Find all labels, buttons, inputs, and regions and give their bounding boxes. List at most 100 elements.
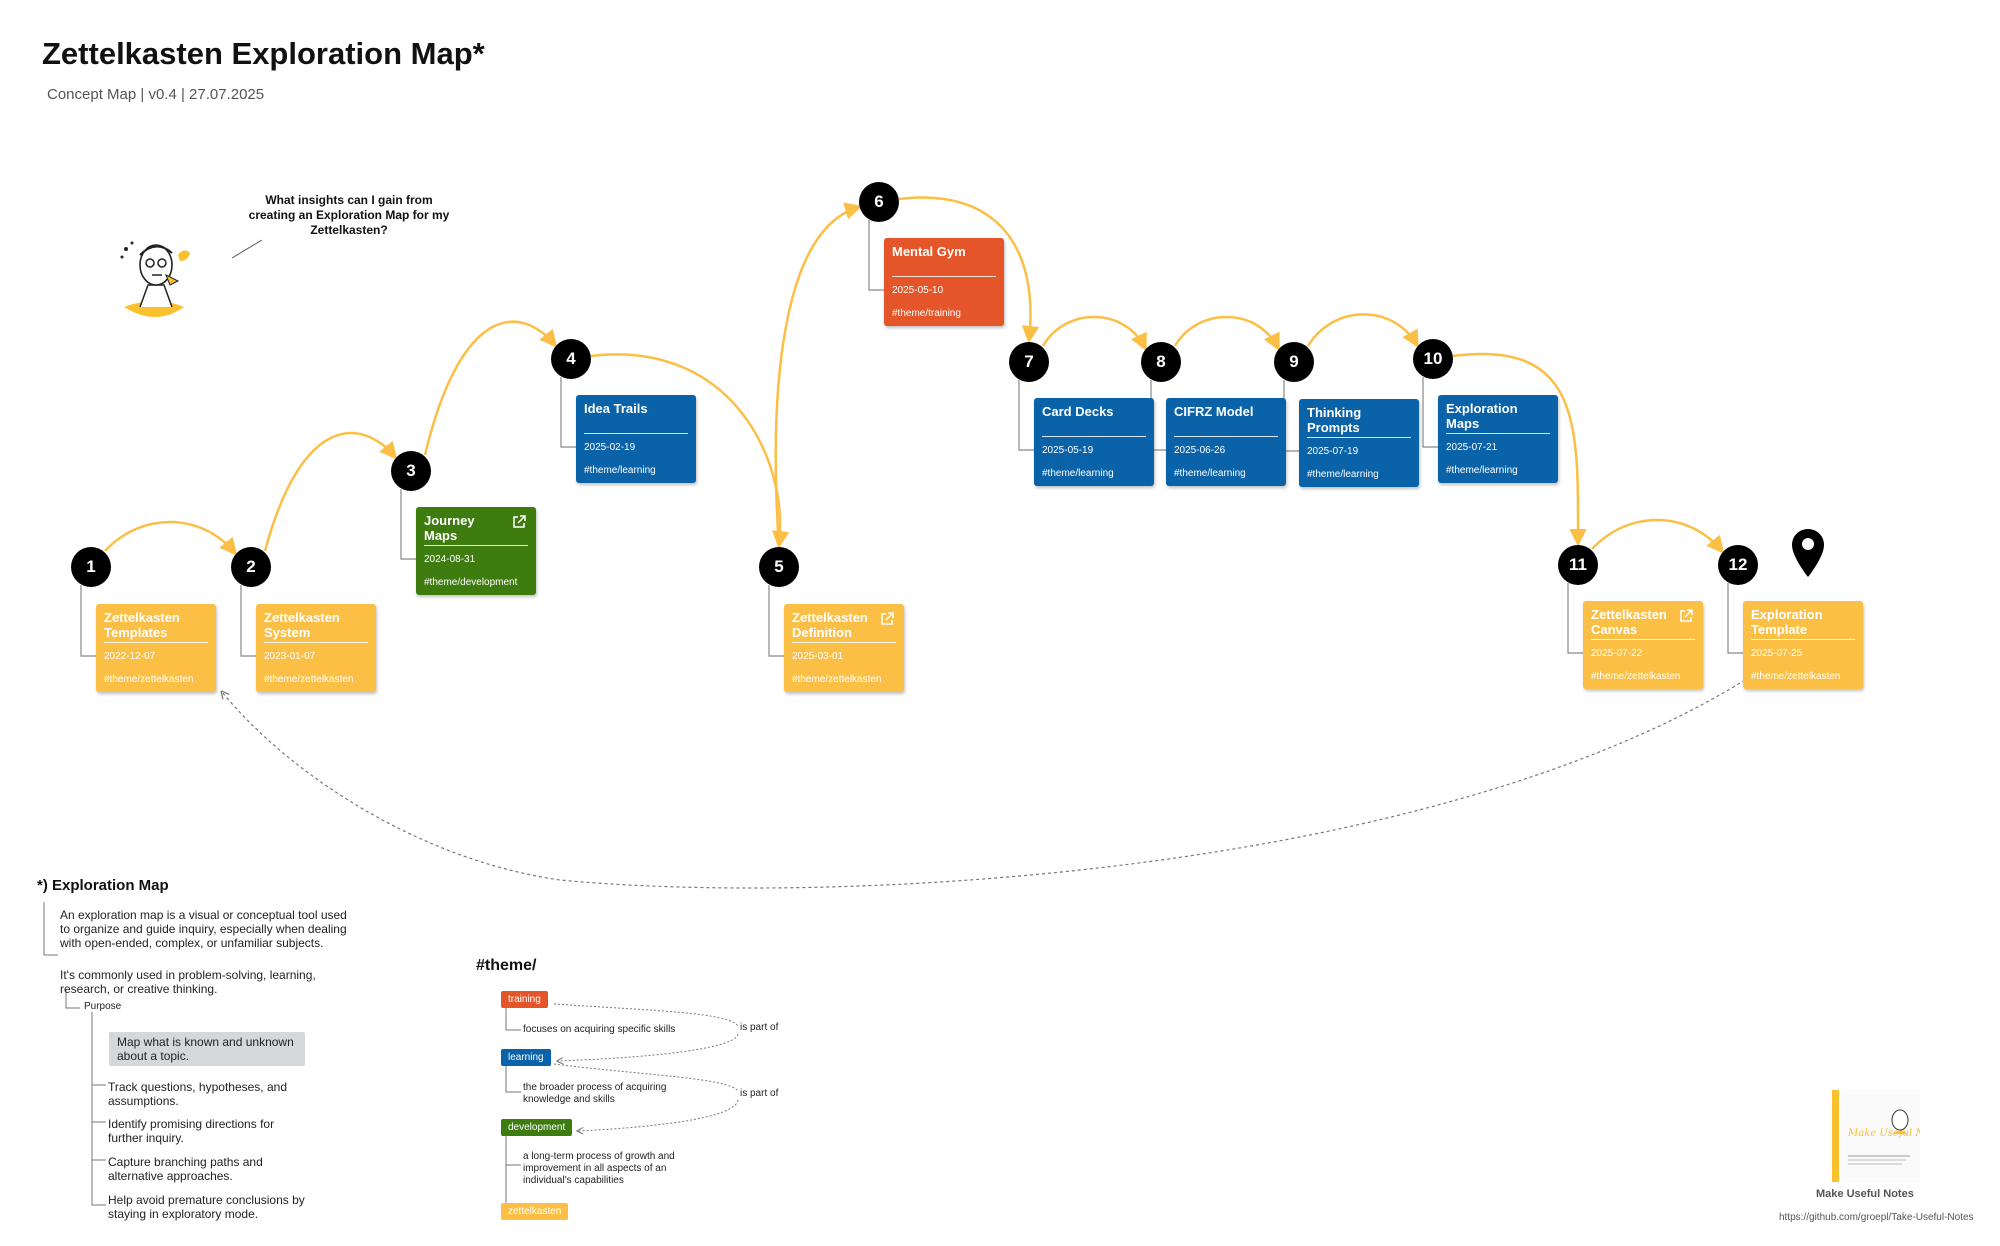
legend-connector	[43, 902, 58, 956]
external-link-icon[interactable]	[512, 515, 526, 529]
note-card-1[interactable]: Zettelkasten Templates 2022-12-07 #theme/z…	[96, 604, 216, 692]
relation-connector	[553, 1003, 739, 1028]
purpose-item: Track questions, hypotheses, and assumpt…	[108, 1080, 287, 1108]
legend-connector	[65, 990, 80, 1009]
note-date: 2025-03-01	[792, 651, 844, 662]
note-title: Zettelkasten Definition	[792, 610, 868, 640]
note-card-5[interactable]: Zettelkasten Definition 2025-03-01 #theme/…	[784, 604, 904, 692]
step-connector	[423, 320, 558, 456]
step-number-badge: 2	[231, 547, 271, 587]
legend-connector	[91, 1012, 106, 1206]
badge-stem	[1422, 377, 1438, 448]
step-connector	[104, 520, 238, 556]
purpose-item: Map what is known and unknown about a to…	[109, 1032, 305, 1066]
definition-paragraph: An exploration map is a visual or concep…	[60, 908, 347, 950]
note-title: CIFRZ Model	[1174, 404, 1254, 419]
note-card-10[interactable]: Exploration Maps 2025-07-21 #theme/learnin…	[1438, 395, 1558, 483]
step-number-badge: 4	[551, 339, 591, 379]
note-date: 2025-05-19	[1042, 445, 1094, 456]
purpose-item: Capture branching paths and alternative …	[108, 1155, 263, 1183]
step-number-badge: 5	[759, 547, 799, 587]
relation-connector	[558, 1033, 739, 1061]
theme-description: a long-term process of growth and improv…	[523, 1151, 675, 1186]
note-tag: #theme/zettelkasten	[792, 674, 882, 685]
note-card-2[interactable]: Zettelkasten System Models2023-01-07#the…	[256, 604, 376, 692]
badge-stem	[560, 377, 576, 448]
note-title: Zettelkasten System Models	[264, 610, 340, 640]
note-date: 2024-08-31	[424, 554, 476, 565]
repository-link[interactable]: https://github.com/groepl/Take-Useful-No…	[1779, 1212, 1974, 1223]
note-tag: #theme/training	[892, 308, 961, 319]
note-date: 2025-07-21	[1446, 442, 1498, 453]
step-connector	[1591, 518, 1725, 554]
note-card-9[interactable]: Thinking Prompts 2025-07-19 #theme/learnin…	[1299, 399, 1419, 487]
step-number-badge: 10	[1413, 339, 1453, 379]
purpose-item: Help avoid premature conclusions by stay…	[108, 1193, 305, 1221]
external-link-icon[interactable]	[880, 612, 894, 626]
note-title: Exploration Template	[1751, 607, 1823, 637]
step-connector	[590, 353, 790, 549]
note-date: 2025-07-19	[1307, 446, 1359, 457]
location-pin-icon	[1792, 529, 1824, 577]
page-title: Zettelkasten Exploration Map*	[42, 36, 485, 71]
note-card-7[interactable]: Card Decks 2025-05-19 #theme/learning	[1034, 398, 1154, 486]
relation-label: is part of	[740, 1022, 779, 1033]
step-number-badge: 3	[391, 451, 431, 491]
make-useful-notes-logo: Make Useful Notes	[1832, 1090, 1920, 1182]
note-date: 2025-02-19	[584, 442, 636, 453]
theme-tag-learning: learning	[501, 1049, 551, 1066]
logo-caption: Make Useful Notes	[1816, 1188, 1914, 1200]
badge-stem	[80, 585, 96, 657]
step-connector	[1452, 352, 1587, 547]
definition-heading: *) Exploration Map	[37, 877, 169, 894]
mascot-thinker-icon	[120, 241, 190, 317]
badge-stem	[1727, 583, 1743, 654]
note-title: Journey Maps	[424, 513, 475, 543]
note-tag: #theme/learning	[1446, 465, 1518, 476]
note-date: 2025-07-22	[1591, 648, 1643, 659]
step-number-badge: 6	[859, 182, 899, 222]
external-link-icon[interactable]	[1679, 609, 1693, 623]
badge-stem	[1567, 583, 1583, 654]
relation-label: is part of	[740, 1088, 779, 1099]
note-title: Zettelkasten Canvas	[1591, 607, 1667, 637]
note-card-3[interactable]: Journey Maps 2024-08-31 #theme/development	[416, 507, 536, 595]
step-connector	[1041, 315, 1147, 352]
speech-line	[231, 239, 263, 259]
relation-connector	[578, 1099, 739, 1131]
note-card-11[interactable]: Zettelkasten Canvas 2025-07-22 #theme/zett…	[1583, 601, 1703, 689]
note-tag: #theme/learning	[1174, 468, 1246, 479]
note-title: Card Decks	[1042, 404, 1114, 419]
note-title: Thinking Prompts	[1307, 405, 1362, 435]
note-tag: #theme/learning	[1042, 468, 1114, 479]
step-number-badge: 1	[71, 547, 111, 587]
theme-description: focuses on acquiring specific skills	[523, 1024, 676, 1035]
page-subtitle: Concept Map | v0.4 | 27.07.2025	[47, 86, 265, 103]
note-tag: #theme/learning	[1307, 469, 1379, 480]
step-number-badge: 12	[1718, 545, 1758, 585]
note-tag: #theme/zettelkasten	[1591, 671, 1681, 682]
logo-text: Make Useful Notes	[1847, 1128, 1920, 1139]
note-title: Idea Trails	[584, 401, 648, 416]
badge-stem	[240, 585, 256, 657]
note-title: Exploration Maps	[1446, 401, 1518, 431]
note-tag: #theme/zettelkasten	[264, 674, 354, 685]
theme-description: the broader process of acquiring knowled…	[523, 1082, 667, 1105]
note-date: 2022-12-07	[104, 651, 156, 662]
note-tag: #theme/learning	[584, 465, 656, 476]
step-connector	[898, 196, 1040, 344]
note-date: 2025-07-25	[1751, 648, 1803, 659]
note-card-4[interactable]: Idea Trails 2025-02-19 #theme/learning	[576, 395, 696, 483]
note-tag: #theme/development	[424, 577, 518, 588]
step-number-badge: 7	[1009, 342, 1049, 382]
note-title: Zettelkasten Templates	[104, 610, 180, 640]
badge-stem	[868, 220, 884, 291]
definition-usage: It's commonly used in problem-solving, l…	[60, 968, 316, 996]
legend-connector	[505, 1133, 521, 1166]
relation-connector	[553, 1063, 739, 1093]
theme-tag-zettelkasten: zettelkasten	[501, 1203, 569, 1220]
note-tag: #theme/zettelkasten	[104, 674, 194, 685]
